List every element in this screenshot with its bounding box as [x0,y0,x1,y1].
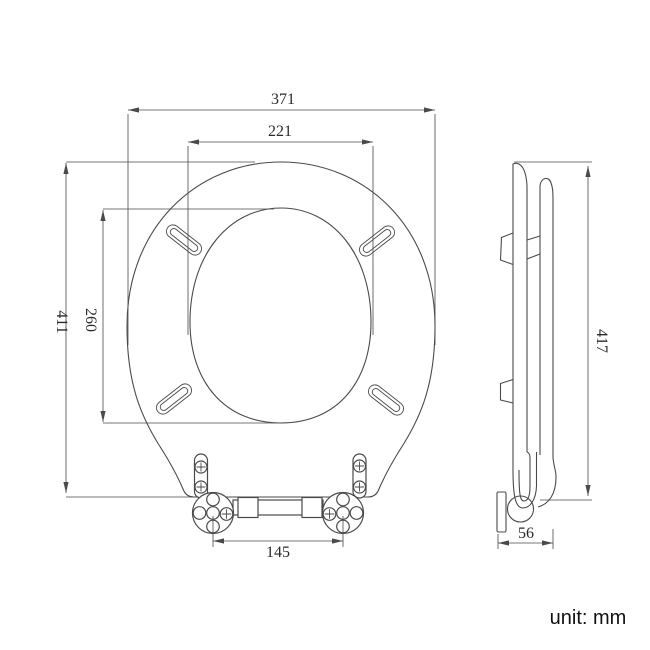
seat-outer-outline [126,161,436,498]
bumper-pad-lower-right [368,384,404,416]
seat-inner-hole [189,207,372,424]
screw-icon [219,507,234,521]
side-bumper-connector [526,235,541,260]
screw-icon [352,459,367,473]
dimension-outer-height: 411 [53,161,255,498]
side-mounting-plate [496,491,507,533]
side-seat-bottom-outer [512,452,538,509]
bumper-pad-upper-right [359,225,395,257]
side-seat-bottom-inner [518,451,531,502]
dimension-hinge-distance: 145 [212,516,344,561]
hinge-disc-left [191,491,235,535]
hinge-disc-right [321,491,365,535]
screw-icon [352,480,367,494]
side-hinge-barrel [506,495,535,523]
dimension-label-371: 371 [271,91,295,108]
side-lid-profile [539,177,554,458]
screw-icon [194,460,208,474]
screw-icon [322,507,337,521]
front-view: 371 221 411 260 [53,91,436,561]
unit-label: unit: mm [550,607,627,629]
hinge-bracket-right [352,453,367,499]
screw-icon [194,480,208,494]
dimension-label-411: 411 [53,310,70,333]
dimension-label-221: 221 [268,123,292,140]
dimension-outer-width: 371 [127,91,436,345]
bumper-pad-upper-left [166,224,202,256]
hinge-bar [232,496,324,519]
bumper-pad-lower-left [156,383,192,415]
side-tab-upper [499,232,514,266]
dimension-overall-depth: 417 [514,161,610,501]
dimension-bottom-width: 56 [497,525,554,549]
side-tab-lower [499,378,514,404]
side-seat-profile [512,162,528,470]
side-lid-bottom [537,457,557,508]
dimension-label-56: 56 [518,525,534,542]
dimension-label-145: 145 [266,544,290,561]
dimension-label-417: 417 [593,329,610,353]
dimension-inner-height: 260 [82,208,278,424]
hinge-bracket-left [193,453,209,499]
side-view: 417 56 [496,161,610,549]
dimension-inner-width: 221 [187,123,374,335]
dimension-label-260: 260 [82,308,99,332]
